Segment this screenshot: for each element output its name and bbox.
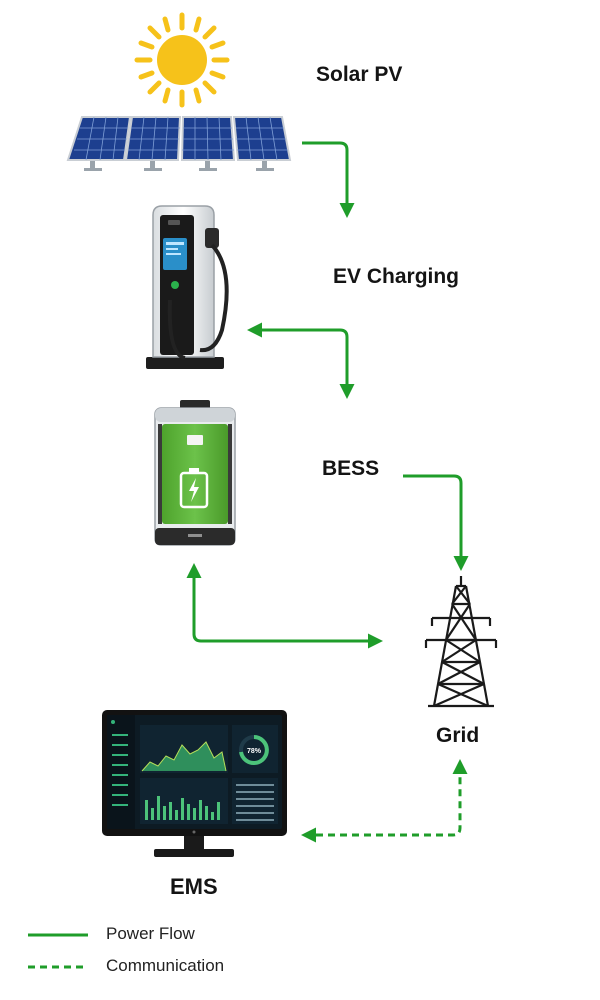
legend-communication: Communication [106,956,225,975]
gauge-value: 78% [247,748,262,755]
power-flow-ev-bess [247,322,355,399]
solar-panel-icon [66,116,292,171]
transmission-tower-icon [424,576,498,708]
communication-ems-grid [301,759,468,843]
ev-charger-icon [146,205,229,369]
legend-power-flow: Power Flow [106,924,195,943]
ev-charging-label: EV Charging [333,265,460,288]
power-flow-bess-to-grid [403,474,469,571]
sun-icon [134,12,230,108]
battery-storage-icon [154,400,236,546]
power-flow-bess-grid-bidirectional [186,563,383,649]
bess-label: BESS [322,457,380,480]
power-flow-solar-to-ev [302,141,355,218]
solar-pv-label: Solar PV [316,63,403,86]
grid-label: Grid [436,724,480,747]
monitor-dashboard-icon: 78% [102,710,287,857]
ems-label: EMS [170,874,218,899]
